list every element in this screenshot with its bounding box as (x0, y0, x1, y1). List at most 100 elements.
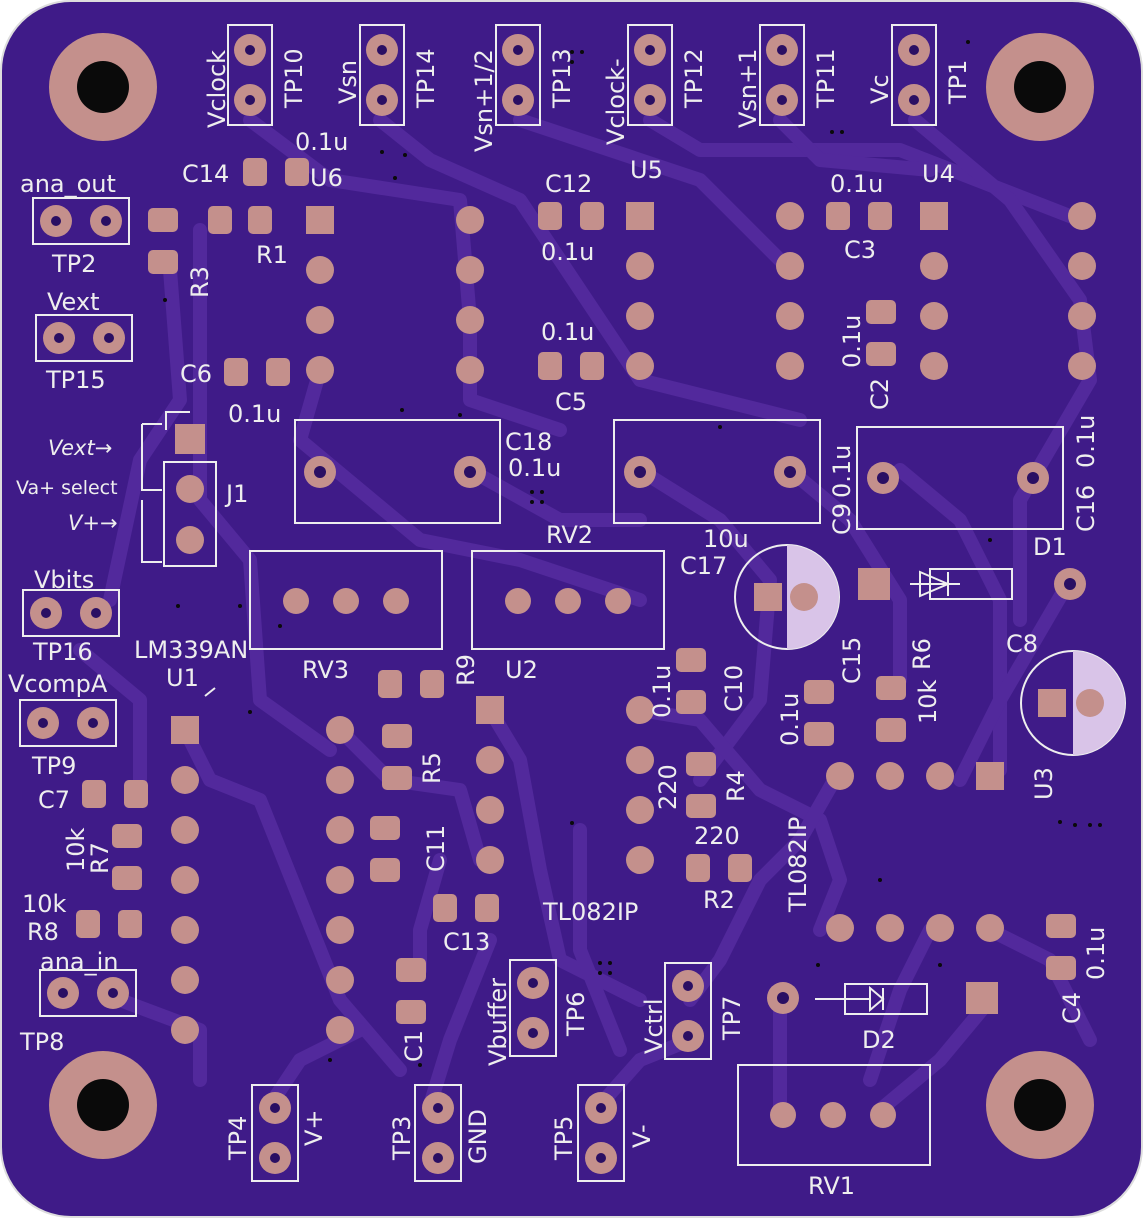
label-c13: C13 (443, 928, 490, 956)
label-tp4: TP4 (224, 1116, 252, 1161)
label-r2: R2 (703, 886, 735, 914)
label-c14-val: 0.1u (295, 128, 348, 156)
label-c15-val: 0.1u (776, 693, 804, 746)
label-u3: U3 (1030, 767, 1058, 800)
label-tp9: TP9 (31, 752, 76, 780)
label-d1: D1 (1033, 533, 1067, 561)
label-c3-val: 0.1u (830, 170, 883, 198)
label-lm339an: LM339AN (134, 636, 248, 664)
label-tp1: TP1 (944, 60, 972, 105)
label-u5: U5 (630, 156, 663, 184)
label-vext: Vext (47, 288, 100, 316)
label-c8: C8 (1006, 630, 1038, 658)
label-tp7: TP7 (718, 996, 746, 1041)
mounting-holes (49, 33, 1094, 1159)
label-c6: C6 (180, 360, 212, 388)
label-r9: R9 (452, 654, 480, 686)
label-c12: C12 (545, 170, 592, 198)
label-tl082ip-b: TL082IP (784, 817, 812, 913)
label-rv3: RV3 (302, 656, 349, 684)
label-c4-val: 0.1u (1082, 927, 1110, 980)
label-c17: C17 (680, 552, 727, 580)
label-tp11: TP11 (812, 48, 840, 109)
label-c16: C16 (1072, 485, 1100, 532)
label-r6-val: 10k (914, 679, 942, 724)
label-c10-val: 0.1u (648, 665, 676, 718)
label-u6: U6 (310, 164, 343, 192)
label-tp2: TP2 (51, 250, 96, 278)
label-u4: U4 (922, 160, 955, 188)
label-vsn-half: Vsn+1/2 (470, 49, 498, 152)
label-c9: C9 (828, 503, 856, 535)
label-r4-val: 220 (654, 764, 682, 810)
label-vsn: Vsn (334, 60, 362, 104)
pad-drills (38, 45, 1076, 1163)
vias (163, 40, 1102, 1067)
label-tp6: TP6 (562, 992, 590, 1037)
label-vclock-minus: Vclock- (602, 58, 630, 145)
label-j1: J1 (224, 480, 248, 508)
label-vbits: Vbits (34, 566, 94, 594)
label-r8-val: 10k (22, 890, 67, 918)
label-c15: C15 (838, 637, 866, 684)
label-c5-val: 0.1u (541, 318, 594, 346)
label-vsn-plus1: Vsn+1 (734, 48, 762, 128)
label-c7: C7 (38, 786, 70, 814)
label-tp13: TP13 (548, 48, 576, 109)
label-d2: D2 (862, 1026, 896, 1054)
label-vclock: Vclock (203, 50, 231, 128)
label-tp10: TP10 (280, 48, 308, 109)
label-vbuffer: Vbuffer (484, 978, 512, 1066)
label-ana-in: ana_in (40, 948, 119, 976)
label-vc: Vc (866, 74, 894, 104)
label-c12-val: 0.1u (541, 238, 594, 266)
label-c2-val: 0.1u (838, 315, 866, 368)
label-vminus: V- (628, 1124, 656, 1148)
label-vcompa: VcompA (8, 670, 108, 698)
label-tl082ip-a: TL082IP (542, 898, 638, 926)
label-c3: C3 (844, 236, 876, 264)
label-r3: R3 (186, 266, 214, 298)
label-tp16: TP16 (32, 638, 93, 666)
label-r6: R6 (908, 638, 936, 670)
label-c16-val: 0.1u (1072, 415, 1100, 468)
label-r1: R1 (256, 241, 288, 269)
label-c14: C14 (182, 160, 229, 188)
label-c9-val: 0.1u (828, 445, 856, 498)
label-c10: C10 (720, 665, 748, 712)
label-u1: U1 (166, 664, 199, 692)
label-c6-val: 0.1u (228, 400, 281, 428)
label-r7-val: 10k (62, 827, 90, 872)
label-tp3: TP3 (388, 1116, 416, 1161)
label-r2-val: 220 (694, 822, 740, 850)
label-tp8: TP8 (19, 1028, 64, 1056)
label-vctrl: Vctrl (640, 998, 668, 1054)
label-c4: C4 (1058, 992, 1086, 1024)
label-u2: U2 (505, 656, 538, 684)
label-c18-val: 0.1u (508, 454, 561, 482)
label-c2: C2 (866, 378, 894, 410)
label-rv1: RV1 (808, 1172, 855, 1200)
label-vext-arrow: Vext→ (48, 436, 112, 460)
label-r4: R4 (722, 770, 750, 802)
label-tp15: TP15 (45, 366, 106, 394)
label-r8: R8 (27, 918, 59, 946)
label-r5: R5 (418, 752, 446, 784)
label-vplus: V+ (300, 1109, 328, 1146)
label-tp14: TP14 (412, 48, 440, 109)
label-c1: C1 (400, 1030, 428, 1062)
label-gnd: GND (464, 1109, 492, 1164)
label-rv2: RV2 (546, 521, 593, 549)
label-va-select: Va+ select (16, 477, 118, 499)
label-r7: R7 (86, 842, 114, 874)
label-c5: C5 (555, 388, 587, 416)
label-tp5: TP5 (550, 1116, 578, 1161)
label-c17-val: 10u (703, 525, 749, 553)
label-c18: C18 (505, 428, 552, 456)
label-tp12: TP12 (680, 48, 708, 109)
silkscreen-text: Vclock TP10 Vsn TP14 Vsn+1/2 TP13 Vclock… (8, 48, 1110, 1200)
label-ana-out: ana_out (20, 170, 116, 198)
smd-pads (76, 158, 1076, 1024)
label-c11: C11 (422, 825, 450, 872)
